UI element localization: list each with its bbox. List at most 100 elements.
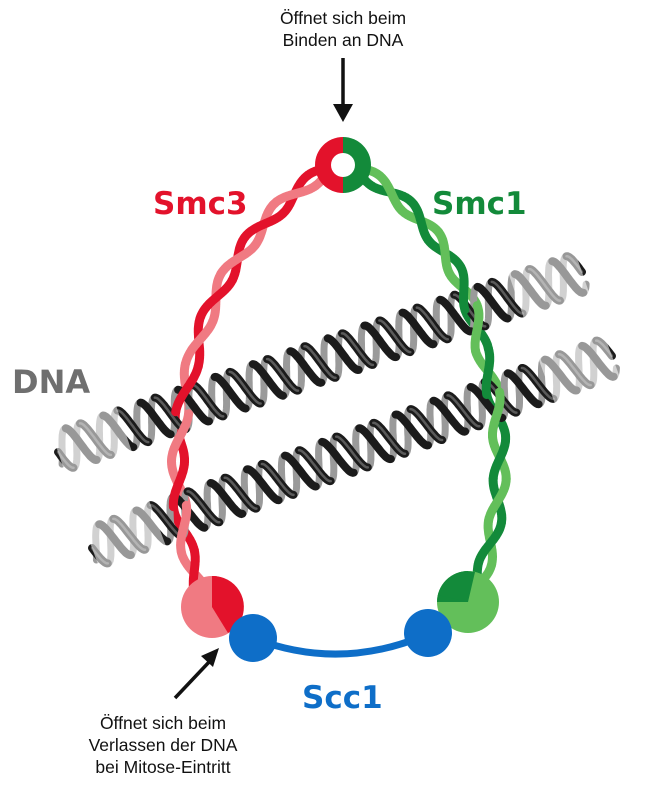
dna-strand xyxy=(297,449,332,483)
smc1-arm-strand-1-front xyxy=(456,262,470,315)
dna-strand xyxy=(355,424,395,464)
dna-strand xyxy=(201,479,214,531)
smc3-arm-strand-1-front xyxy=(196,275,237,321)
dna-strand xyxy=(242,360,256,412)
smc1-arm-strand-2-front xyxy=(484,474,511,526)
scc1-right-globule xyxy=(404,609,452,657)
dna-strand xyxy=(407,304,420,356)
dna-strand xyxy=(429,396,470,436)
dna-strand xyxy=(130,399,144,451)
dna-strand xyxy=(275,452,288,504)
dna-strand xyxy=(415,306,450,341)
dna-fade-end xyxy=(506,245,592,322)
dna-strand xyxy=(446,394,481,428)
exit-annotation-line-3: bei Mitose-Eintritt xyxy=(95,757,231,777)
dna-strand xyxy=(239,466,250,517)
dna-helix-2 xyxy=(82,329,622,575)
dna-strand xyxy=(260,462,295,497)
smc1-arm-strand-2-front xyxy=(470,301,484,356)
dna-strand xyxy=(436,295,475,336)
dna-strand xyxy=(210,372,250,413)
dna-strand xyxy=(186,490,221,524)
dna-strand xyxy=(220,368,233,420)
dna-strand xyxy=(340,332,375,367)
dna-strand xyxy=(372,421,407,455)
dna-strand xyxy=(265,357,300,392)
scc1-left-globule xyxy=(229,614,277,662)
dna-strand xyxy=(360,321,401,362)
dna-strand xyxy=(228,370,262,405)
arrow-up-right-icon xyxy=(173,648,219,700)
dna-strand xyxy=(286,347,326,387)
dna-strand xyxy=(318,437,358,477)
dna-strand xyxy=(243,465,283,505)
smc3-arm-strand-2-front xyxy=(176,500,192,557)
scc1-linker xyxy=(249,630,432,658)
dna-strand xyxy=(388,411,399,462)
smc1-arm-strand-1-front xyxy=(406,196,433,245)
dna-strand xyxy=(332,330,345,381)
dna-strand xyxy=(365,419,377,471)
hinge-annotation-line-1: Öffnet sich beim xyxy=(279,8,407,28)
dna-strand xyxy=(378,319,412,354)
dna-fade-start xyxy=(48,402,134,479)
dna-helix-1 xyxy=(48,245,592,479)
scc1-label: Scc1 xyxy=(302,680,383,716)
exit-annotation: Öffnet sich beim Verlassen der DNA bei M… xyxy=(58,712,268,778)
dna-strand xyxy=(216,474,228,526)
smc3-arm-strand-2-front xyxy=(167,409,194,466)
dna-strand xyxy=(513,364,525,416)
dna-strand xyxy=(206,373,218,425)
dna-strand xyxy=(116,409,150,444)
dna-strand xyxy=(425,397,437,449)
dna-strand xyxy=(248,360,287,400)
smc3-arm-strand-1-front xyxy=(168,456,189,512)
dna-strand xyxy=(280,347,293,400)
smc1-arm-strand-1-front xyxy=(488,431,511,483)
smc3-label: Smc3 xyxy=(153,186,248,222)
hinge-annotation: Öffnet sich beim Binden an DNA xyxy=(243,7,443,51)
dna-fade-end xyxy=(536,329,622,407)
hinge-domain xyxy=(315,137,371,193)
hinge-annotation-line-2: Binden an DNA xyxy=(282,30,404,50)
dna-strand xyxy=(323,334,363,375)
dna-strand xyxy=(520,366,555,401)
dna-strand xyxy=(462,383,474,435)
smc3-arm-strand-1-front xyxy=(240,208,288,242)
smc1-arm-strand-2-front xyxy=(434,227,454,278)
arrow-down-icon xyxy=(333,58,353,122)
dna-strand xyxy=(350,424,362,476)
dna-strand xyxy=(402,405,414,457)
dna-strand xyxy=(281,451,320,491)
smc1-arm-strand-1-front xyxy=(474,518,506,567)
dna-strand xyxy=(318,335,331,386)
smc1-label: Smc1 xyxy=(432,186,527,222)
dna-strand xyxy=(290,447,302,499)
dna-strand xyxy=(206,479,247,519)
smc3-arm-strand-2-front xyxy=(181,316,218,368)
dna-strand xyxy=(257,355,270,407)
dna-strand xyxy=(430,296,443,348)
dna-strand xyxy=(398,308,438,349)
dna-strand xyxy=(145,394,158,446)
dna-strand xyxy=(295,343,308,394)
smc3-arm-strand-2-front xyxy=(216,240,260,279)
dna-strand xyxy=(490,280,524,315)
dna-strand xyxy=(393,309,406,361)
dna-strand xyxy=(334,435,370,469)
dna-label: DNA xyxy=(12,363,91,401)
dna-strand xyxy=(439,392,451,444)
smc3-arm-strand-1-front xyxy=(171,362,203,417)
exit-annotation-line-1: Öffnet sich beim xyxy=(99,713,227,733)
smc1-arm-strand-2-front xyxy=(488,387,505,442)
dna-strand xyxy=(445,291,457,343)
dna-strand xyxy=(303,344,337,380)
smc1-head-domain xyxy=(437,571,499,633)
dna-strand xyxy=(190,383,225,418)
dna-strand xyxy=(355,322,368,373)
smc3-head-domain xyxy=(181,575,244,638)
dna-strand xyxy=(136,398,175,439)
dna-strand xyxy=(482,278,495,330)
dna-strand xyxy=(313,438,325,490)
